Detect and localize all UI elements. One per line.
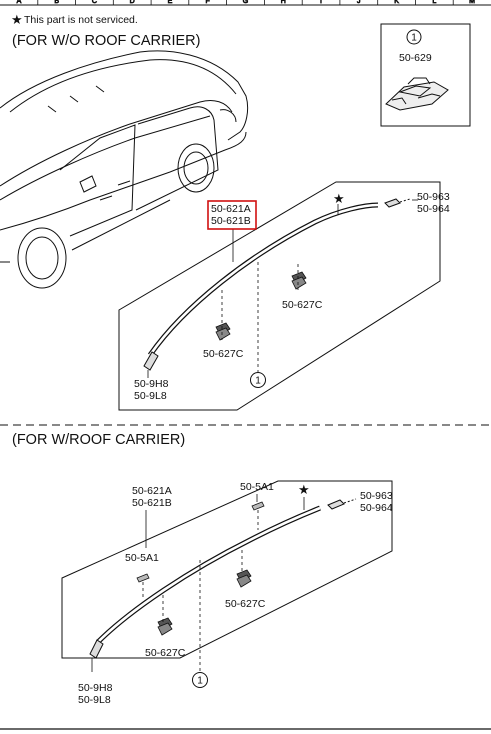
highlighted-part-box: 50-621A 50-621B <box>207 200 257 230</box>
column-letter: G <box>243 0 248 5</box>
column-letter: F <box>206 0 210 5</box>
inset-clip-drawing <box>385 77 449 111</box>
leader-lines-top <box>147 199 418 378</box>
end-cap-top <box>143 351 159 371</box>
part-number-50-627c-top-lower: 50-627C <box>203 348 244 360</box>
column-letter: M <box>469 0 475 5</box>
end-cap-bottom <box>89 639 104 659</box>
star-icon: ★ <box>333 191 345 206</box>
callout-circle-top <box>250 372 266 388</box>
part-number-50-5a1-upper: 50-5A1 <box>240 481 274 493</box>
part-number-50-621b-bottom: 50-621B <box>132 497 172 509</box>
panel-outline-top <box>118 181 441 411</box>
part-number-50-9h8-top: 50-9H8 <box>134 378 169 390</box>
inset-part-number: 50-629 <box>399 52 432 64</box>
part-number-50-621b-top: 50-621B <box>211 215 251 227</box>
callout-number-top: 1 <box>255 376 261 387</box>
star-icon: ★ <box>11 12 23 27</box>
part-number-50-9l8-top: 50-9L8 <box>134 390 167 402</box>
column-letter: K <box>394 0 399 5</box>
front-cap-top <box>384 198 401 208</box>
bracket-icon-5a1-upper <box>251 501 265 511</box>
clip-icon-top-upper <box>291 271 307 290</box>
clip-icon-top-lower <box>215 322 231 341</box>
not-serviced-note: ★ This part is not serviced. <box>11 12 138 27</box>
column-letter: H <box>281 0 286 5</box>
clip-icon-bottom-upper <box>236 569 252 588</box>
column-letter: E <box>168 0 173 5</box>
part-number-50-964-top: 50-964 <box>417 203 450 215</box>
callout-circle-bottom <box>192 672 208 688</box>
inset-box: 1 50-629 <box>380 23 471 127</box>
column-letter: C <box>92 0 97 5</box>
panel-outline-bottom <box>61 480 393 659</box>
callout-number-bottom: 1 <box>197 676 203 687</box>
clip-icon-bottom-lower <box>157 617 173 636</box>
section-heading-top: (FOR W/O ROOF CARRIER) <box>12 33 201 49</box>
column-letter: D <box>130 0 135 5</box>
car-illustration <box>0 50 249 289</box>
part-number-50-627c-bottom-lower: 50-627C <box>145 647 186 659</box>
front-cap-bottom <box>327 499 345 510</box>
part-number-50-9h8-bottom: 50-9H8 <box>78 682 113 694</box>
roof-molding-top <box>143 198 411 371</box>
column-letter: J <box>357 0 361 5</box>
column-letter: B <box>54 0 59 5</box>
part-number-50-621a-bottom: 50-621A <box>132 485 172 497</box>
part-number-50-9l8-bottom: 50-9L8 <box>78 694 111 706</box>
section-heading-bottom: (FOR W/ROOF CARRIER) <box>12 432 185 448</box>
bracket-icon-5a1-left <box>136 573 150 583</box>
column-header-strip: A B C D E F G H I J K L M <box>0 0 491 6</box>
roof-molding-bottom <box>89 498 357 659</box>
column-letter: A <box>17 0 22 5</box>
part-number-50-627c-bottom-upper: 50-627C <box>225 598 266 610</box>
part-number-50-963-top: 50-963 <box>417 191 450 203</box>
part-number-50-963-bottom: 50-963 <box>360 490 393 502</box>
part-number-50-964-bottom: 50-964 <box>360 502 393 514</box>
inset-callout-number: 1 <box>411 33 417 44</box>
column-letter: L <box>432 0 436 5</box>
star-icon: ★ <box>298 482 310 497</box>
note-text: This part is not serviced. <box>24 14 138 26</box>
inset-callout-circle <box>406 29 422 45</box>
part-number-50-5a1-left: 50-5A1 <box>125 552 159 564</box>
part-number-50-621a-top: 50-621A <box>211 203 251 215</box>
column-letter: I <box>320 0 322 5</box>
leader-lines-bottom <box>91 494 305 672</box>
part-number-50-627c-top-upper: 50-627C <box>282 299 323 311</box>
